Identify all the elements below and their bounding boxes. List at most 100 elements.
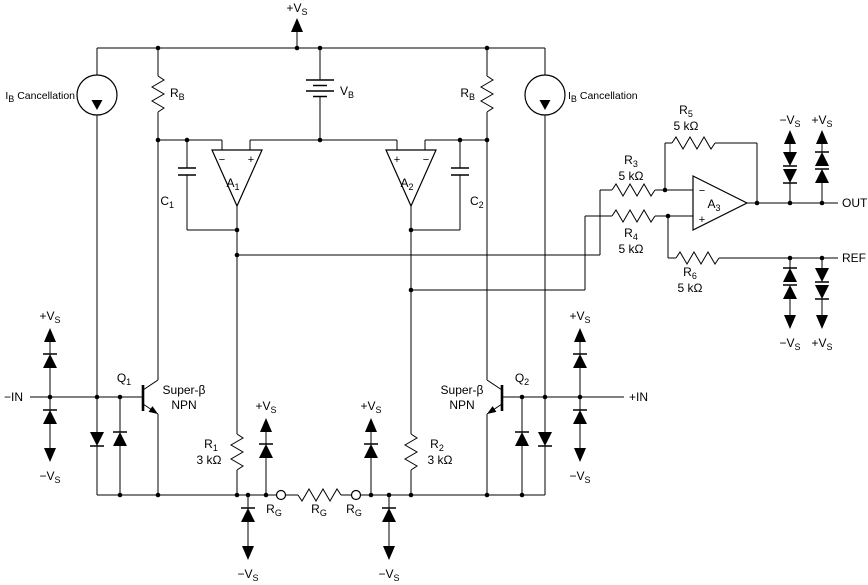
vs-minus-label: −VS bbox=[237, 567, 258, 583]
junction-dot bbox=[787, 255, 793, 261]
junction-dot bbox=[117, 492, 123, 498]
junction-dot bbox=[245, 492, 251, 498]
junction-dot bbox=[317, 45, 323, 51]
junction-dot bbox=[234, 227, 240, 233]
bjt-emitter-arrow-icon bbox=[487, 406, 497, 414]
vs-plus-label: +VS bbox=[811, 336, 832, 352]
a2-noninverting-sign: + bbox=[394, 154, 400, 166]
junction-dot bbox=[662, 187, 668, 193]
junction-dot bbox=[787, 200, 793, 206]
a1-label: A1 bbox=[226, 176, 239, 192]
diode-triangle bbox=[573, 354, 587, 368]
current-arrow-icon bbox=[539, 100, 551, 110]
vs-minus-label: −VS bbox=[378, 567, 399, 583]
supply-arrow-icon bbox=[784, 315, 796, 329]
ib-cancellation-source-right: IB Cancellation bbox=[524, 74, 638, 116]
r6-label: R6 bbox=[683, 265, 697, 281]
a2-label: A2 bbox=[400, 176, 413, 192]
supply-arrow-icon bbox=[383, 546, 395, 560]
diode-triangle bbox=[43, 354, 57, 368]
junction-dot bbox=[819, 255, 825, 261]
transistor-q2: Q2 Super-β NPN bbox=[441, 371, 529, 414]
diode-triangle bbox=[783, 285, 797, 299]
rg-pin-terminal bbox=[350, 489, 362, 501]
q2-type-line2: NPN bbox=[449, 398, 474, 412]
battery-vb: VB bbox=[306, 79, 354, 100]
junction-dot bbox=[665, 213, 671, 219]
a3-noninverting-sign: + bbox=[699, 214, 705, 226]
diode-triangle bbox=[815, 268, 829, 282]
vs-plus-label: +VS bbox=[811, 113, 832, 129]
rb-label: RB bbox=[170, 86, 185, 102]
out-label: OUT bbox=[842, 196, 868, 210]
diode-triangle bbox=[815, 152, 829, 166]
diode-triangle bbox=[783, 152, 797, 166]
resistor-r6: R6 5 kΩ bbox=[675, 251, 720, 295]
supply-arrow-icon bbox=[44, 328, 56, 342]
r3-value: 5 kΩ bbox=[619, 169, 644, 183]
vs-plus-label: +VS bbox=[286, 1, 307, 17]
capacitor-plates bbox=[178, 167, 196, 176]
r2-value: 3 kΩ bbox=[428, 453, 453, 467]
port-labels: −IN +IN OUT REF bbox=[4, 196, 868, 404]
opamp-a3: − + A3 bbox=[692, 175, 749, 231]
junction-dot bbox=[184, 137, 190, 143]
protection-diodes bbox=[43, 151, 829, 522]
q1-label: Q1 bbox=[117, 371, 131, 387]
vs-plus-label: +VS bbox=[255, 399, 276, 415]
diode-triangle bbox=[783, 169, 797, 183]
battery-plates bbox=[306, 79, 334, 98]
supply-arrow-icon bbox=[574, 448, 586, 462]
diode-triangle bbox=[113, 432, 127, 446]
resistor-rb-left: RB bbox=[151, 75, 185, 113]
r4-value: 5 kΩ bbox=[619, 242, 644, 256]
junction-dot bbox=[294, 45, 300, 51]
r3-label: R3 bbox=[624, 153, 638, 169]
supply-arrow-icon bbox=[574, 328, 586, 342]
vs-minus-label: −VS bbox=[569, 469, 590, 485]
q1-type-line1: Super-β bbox=[163, 383, 206, 397]
resistor-r5: R5 5 kΩ bbox=[671, 103, 716, 150]
vs-minus-label: −VS bbox=[779, 113, 800, 129]
junction-dot bbox=[263, 492, 269, 498]
junction-dot bbox=[819, 200, 825, 206]
diode-triangle bbox=[90, 432, 104, 446]
resistor-r1: R1 3 kΩ bbox=[197, 433, 244, 471]
vs-plus-label: +VS bbox=[569, 309, 590, 325]
diode-triangle bbox=[259, 444, 273, 458]
a1-inverting-sign: − bbox=[219, 154, 225, 166]
resistor-r3: R3 5 kΩ bbox=[611, 153, 656, 197]
diode-triangle bbox=[538, 432, 552, 446]
resistor-zigzag bbox=[671, 136, 716, 150]
junction-dot bbox=[386, 492, 392, 498]
supply-labels: +VS +VS +VS +VS +VS +VS +VS −VS −VS −VS … bbox=[39, 1, 832, 583]
a1-noninverting-sign: + bbox=[248, 154, 254, 166]
opamp-triangle bbox=[692, 175, 749, 231]
r5-value: 5 kΩ bbox=[674, 119, 699, 133]
rg-label: RG bbox=[311, 502, 327, 518]
diode-triangle bbox=[382, 508, 396, 522]
junction-dot bbox=[234, 252, 240, 258]
junction-dot bbox=[94, 394, 100, 400]
diode-triangle bbox=[241, 508, 255, 522]
in-plus-label: +IN bbox=[629, 390, 648, 404]
q2-label: Q2 bbox=[515, 371, 529, 387]
rg-pin-label: RG bbox=[346, 502, 362, 518]
diode-triangle bbox=[515, 432, 529, 446]
opamp-triangle bbox=[211, 149, 263, 208]
junction-dot bbox=[47, 394, 53, 400]
in-minus-label: −IN bbox=[4, 390, 23, 404]
opamp-a1: − + A1 bbox=[211, 149, 263, 208]
junction-dot bbox=[542, 394, 548, 400]
c1-label: C1 bbox=[160, 194, 174, 210]
junction-dot bbox=[317, 137, 323, 143]
supply-arrow-icon bbox=[260, 418, 272, 432]
junction-dot bbox=[408, 287, 414, 293]
vs-minus-label: −VS bbox=[779, 336, 800, 352]
ib-cancellation-source-left: IB Cancellation bbox=[5, 74, 118, 116]
resistor-zigzag bbox=[297, 488, 342, 502]
capacitor-plates bbox=[451, 167, 469, 176]
current-source-circle bbox=[524, 74, 566, 116]
r5-label: R5 bbox=[679, 103, 693, 119]
